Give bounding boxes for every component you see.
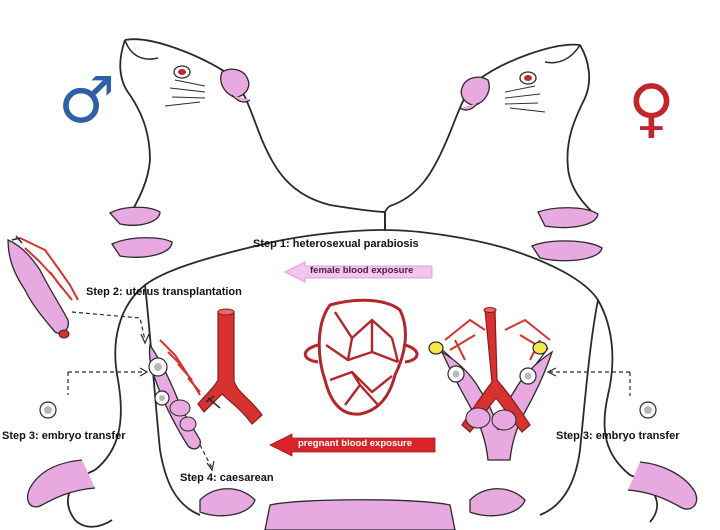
- step3-right-label: Step 3: embryo transfer: [556, 430, 680, 442]
- male-vessel: [197, 308, 263, 425]
- transplanted-uterus: [148, 339, 201, 450]
- step2-label: Step 2: uterus transplantation: [86, 286, 242, 298]
- ovary-right: [532, 341, 548, 355]
- pregnant-blood-exposure-arrow: [269, 433, 436, 457]
- step4-label: Step 4: caesarean: [180, 472, 274, 484]
- male-rat: [26, 38, 386, 528]
- female-blood-exposure-label: female blood exposure: [310, 265, 414, 276]
- embryo-transfer-right: [546, 367, 657, 419]
- caesarean-arrow: [199, 444, 213, 469]
- step1-label: Step 1: heterosexual parabiosis: [253, 238, 419, 250]
- vascular-anastomosis: [303, 298, 419, 416]
- step3-left-label: Step 3: embryo transfer: [2, 430, 126, 442]
- embryo-transfer-left: [39, 367, 149, 419]
- transplant-arrow: [71, 311, 146, 341]
- female-uterus: [428, 307, 554, 461]
- pregnant-blood-exposure-label: pregnant blood exposure: [298, 438, 413, 449]
- joined-belly: [144, 284, 599, 516]
- male-symbol: ♂: [58, 64, 115, 138]
- donor-uterus: [7, 235, 79, 339]
- bottom-pink-band: [264, 499, 456, 530]
- female-rat: [384, 43, 698, 523]
- ovary-left: [428, 341, 444, 355]
- female-blood-exposure-arrow: [284, 261, 433, 283]
- female-symbol: ♀: [628, 72, 675, 146]
